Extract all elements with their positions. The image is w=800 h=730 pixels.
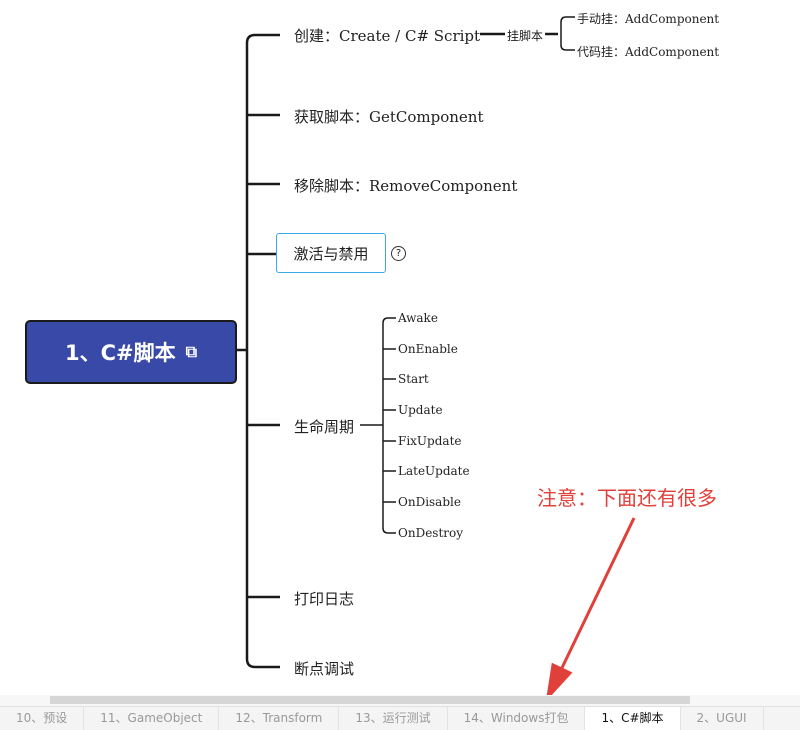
root-node[interactable]: 1、C#脚本 ⧉ xyxy=(25,320,237,384)
tab-run-test[interactable]: 13、运行测试 xyxy=(339,707,448,730)
branch-print-log[interactable]: 打印日志 xyxy=(294,590,355,608)
lifecycle-item[interactable]: FixUpdate xyxy=(398,434,462,448)
lifecycle-item[interactable]: LateUpdate xyxy=(398,464,470,478)
tab-transform[interactable]: 12、Transform xyxy=(219,707,340,730)
tab-ugui[interactable]: 2、UGUI xyxy=(681,707,764,730)
branch-activate-disable[interactable]: 激活与禁用 xyxy=(276,233,386,273)
branch-get-component[interactable]: 获取脚本：GetComponent xyxy=(294,108,484,126)
branch-create[interactable]: 创建：Create / C# Script xyxy=(294,27,481,45)
link-icon: ⧉ xyxy=(185,342,198,361)
lifecycle-item[interactable]: OnDisable xyxy=(398,495,461,509)
branch-lifecycle[interactable]: 生命周期 xyxy=(294,418,355,436)
tab-windows-build[interactable]: 14、Windows打包 xyxy=(448,707,586,730)
attach-node[interactable]: 挂脚本 xyxy=(507,29,544,43)
branch-remove-component[interactable]: 移除脚本：RemoveComponent xyxy=(294,177,518,195)
root-label: 1、C#脚本 xyxy=(64,341,176,365)
sheet-tabs: 10、预设 11、GameObject 12、Transform 13、运行测试… xyxy=(0,706,800,730)
lifecycle-item[interactable]: Update xyxy=(398,403,443,417)
attach-manual[interactable]: 手动挂：AddComponent xyxy=(577,12,720,26)
help-icon[interactable]: ? xyxy=(391,246,406,261)
lifecycle-item[interactable]: OnEnable xyxy=(398,342,458,356)
lifecycle-item[interactable]: OnDestroy xyxy=(398,526,464,540)
tab-prefab[interactable]: 10、预设 xyxy=(0,707,85,730)
attach-code[interactable]: 代码挂：AddComponent xyxy=(577,45,720,59)
annotation-note: 注意：下面还有很多 xyxy=(537,486,717,510)
scrollbar-thumb[interactable] xyxy=(50,696,690,704)
annotation-arrow xyxy=(546,517,636,700)
lifecycle-item[interactable]: Start xyxy=(398,372,429,386)
tab-gameobject[interactable]: 11、GameObject xyxy=(84,707,220,730)
connector-lines xyxy=(237,16,636,700)
tab-csharp-script[interactable]: 1、C#脚本 xyxy=(585,707,681,730)
horizontal-scrollbar[interactable] xyxy=(0,695,800,706)
lifecycle-item[interactable]: Awake xyxy=(398,311,438,325)
branch-label: 激活与禁用 xyxy=(293,244,369,263)
branch-breakpoint-debug[interactable]: 断点调试 xyxy=(294,660,355,678)
